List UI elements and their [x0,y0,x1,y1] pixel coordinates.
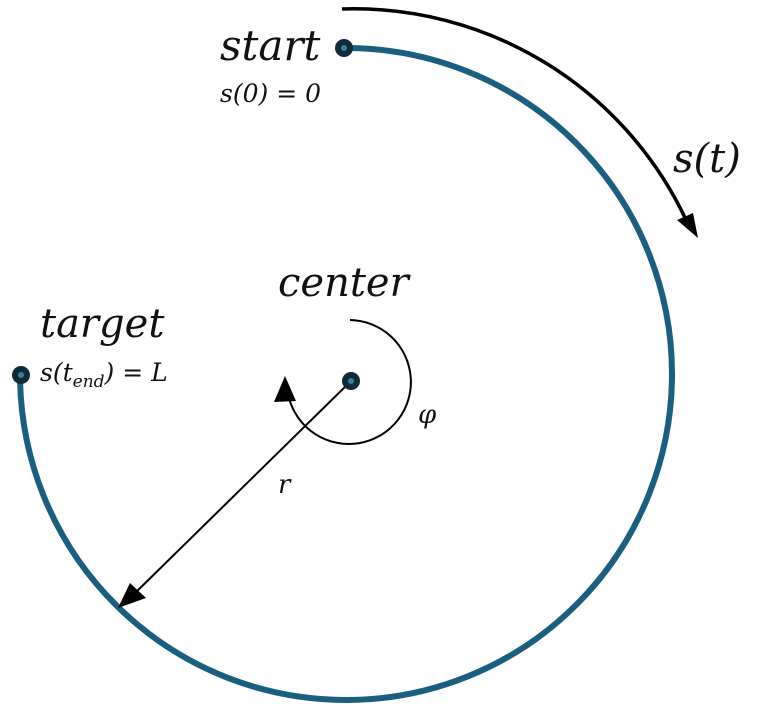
target-eq-s: s(t [40,358,74,387]
radius-arrowhead [118,583,146,608]
center-label: center [278,260,412,306]
start-equation: s(0) = 0 [220,79,321,108]
arc-length-arrowhead [677,213,698,238]
start-point [335,39,353,57]
circular-path [17,45,675,703]
angle-arc [288,319,412,445]
target-point [12,366,30,384]
angle-label: φ [418,400,437,430]
arc-length-arrow [341,7,689,223]
target-label: target [40,301,165,347]
radius-line [129,381,351,599]
arc-length-label: s(t) [673,136,741,182]
target-eq-rest: ) = L [104,358,168,387]
start-label: start [220,21,321,70]
target-eq-subscript: end [73,372,105,392]
center-point [342,372,360,390]
angle-arrowhead [274,376,296,402]
target-equation: s(tend) = L [40,358,168,392]
radius-label: r [278,470,292,500]
